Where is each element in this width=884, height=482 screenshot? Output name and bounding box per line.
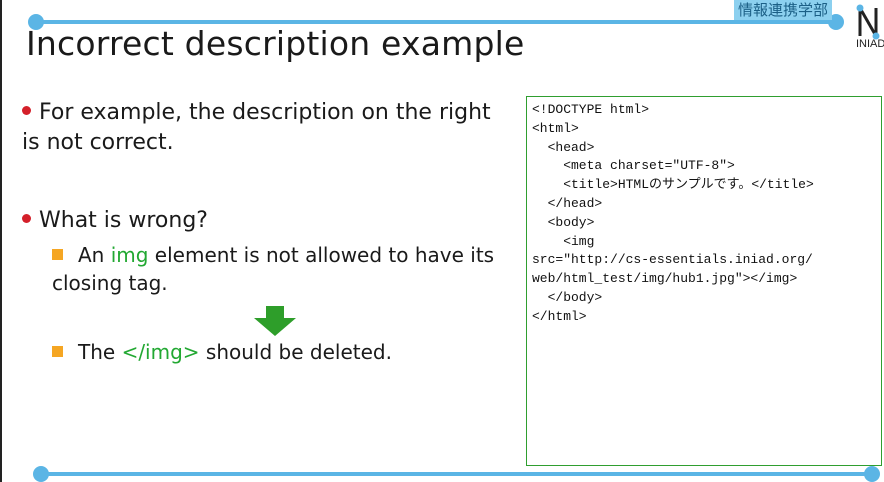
code-line: <body> (532, 214, 595, 230)
code-line: <head> (532, 139, 595, 155)
sub2-highlight: </img> (121, 340, 200, 364)
code-line: <img (532, 233, 595, 249)
bullet-question-text: What is wrong? (39, 208, 208, 233)
footer-rule (40, 472, 878, 476)
bullet-dot-icon (22, 105, 31, 115)
square-bullet-icon (52, 249, 63, 260)
code-line: </html> (532, 308, 587, 324)
iniad-logo-icon (856, 4, 880, 40)
sub1-highlight: img (110, 243, 149, 267)
bullet-example-text: For example, the description on the righ… (22, 100, 491, 155)
header-rule-left-dot (28, 14, 44, 30)
slide-left-border (0, 0, 2, 482)
header-rule (36, 20, 836, 24)
footer-rule-right-dot (864, 466, 880, 482)
code-line: </body> (532, 289, 603, 305)
square-bullet-icon (52, 346, 63, 357)
department-label: 情報連携学部 (734, 0, 833, 20)
sub-bullet-delete: The </img> should be deleted. (52, 338, 522, 366)
code-line: <title>HTMLのサンプルです。</title> (532, 177, 814, 193)
code-line: </head> (532, 195, 603, 211)
code-line: <html> (532, 120, 579, 136)
sub1-prefix: An (78, 243, 111, 267)
sub2-suffix: should be deleted. (199, 340, 392, 364)
code-line: web/html_test/img/hub1.jpg"></img> (532, 271, 798, 287)
sub1-suffix: element is not allowed to have its closi… (52, 243, 495, 295)
bullet-example: For example, the description on the righ… (22, 98, 512, 158)
bullet-dot-icon (22, 213, 31, 223)
slide-title: Incorrect description example (26, 24, 525, 63)
down-arrow-icon (254, 306, 296, 336)
code-line: <!DOCTYPE html> (532, 102, 650, 117)
sub-bullet-closing-tag: An img element is not allowed to have it… (52, 241, 522, 297)
code-example-box: <!DOCTYPE html> <html> <head> <meta char… (526, 96, 882, 466)
bullet-question: What is wrong? (22, 206, 512, 236)
logo-text: INIAD (856, 38, 884, 50)
code-line: <meta charset="UTF-8"> (532, 158, 735, 174)
code-line: src="http://cs-essentials.iniad.org/ (532, 252, 813, 268)
sub2-prefix: The (78, 340, 122, 364)
footer-rule-left-dot (33, 466, 49, 482)
